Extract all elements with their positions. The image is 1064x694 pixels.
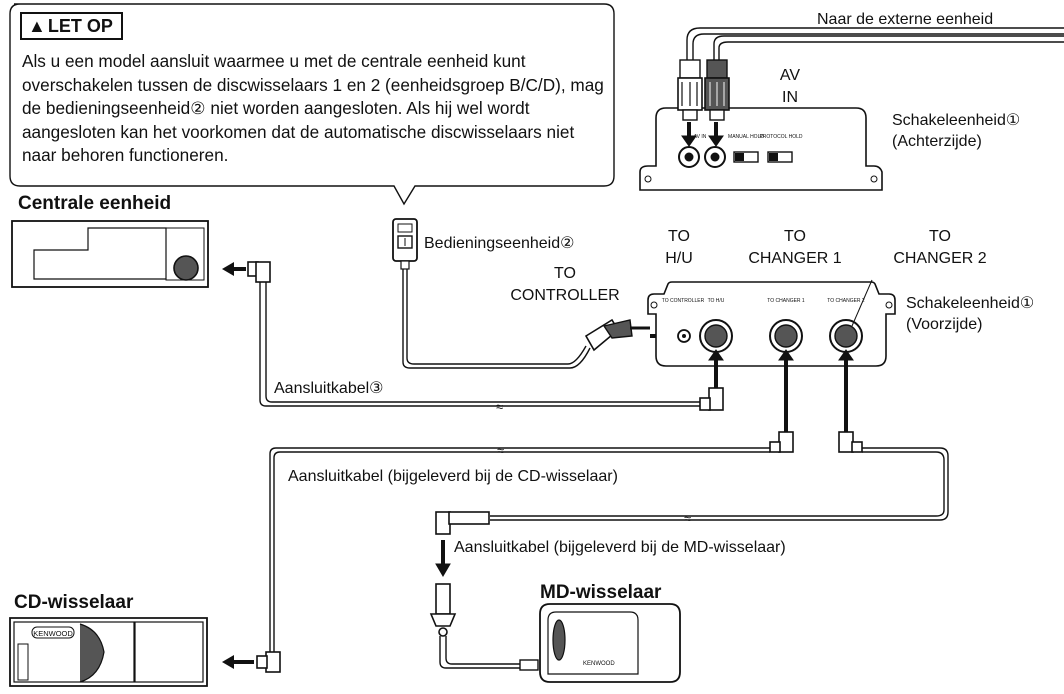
label-to-changer1-line1: TO [784, 228, 806, 245]
controller-unit [392, 218, 418, 270]
label-to-controller-line1: TO [554, 265, 576, 282]
label-av-in-line1: AV [780, 67, 800, 84]
label-cable3: Aansluitkabel③ [274, 380, 384, 397]
front-marking-to-hu: TO H/U [708, 298, 725, 304]
arrow-to-cd-changer [222, 655, 254, 669]
switch-unit-front: TO CONTROLLER TO H/U TO CHANGER 1 TO CHA… [647, 281, 896, 367]
rear-marking-protocol-hold: PROTOCOL HOLD [759, 134, 802, 140]
arrow-to-central-unit [222, 262, 246, 276]
cable-break-mark-md: ≈ [684, 511, 691, 526]
manual-hold-switch [733, 151, 759, 163]
warning-heading-text: LET OP [47, 16, 113, 36]
rear-marking-manual-hold: MANUAL HOLD [728, 134, 764, 140]
label-to-changer2-line2: CHANGER 2 [893, 250, 986, 267]
label-to-hu-line2: H/U [665, 250, 693, 267]
controller-cable [402, 269, 591, 369]
connector-cd-changer [256, 651, 281, 673]
rca-plug-left [677, 59, 703, 121]
cable-break-mark-3: ≈ [496, 399, 503, 414]
label-central-unit: Centrale eenheid [18, 193, 171, 214]
label-to-hu-line1: TO [668, 228, 690, 245]
label-external-unit: Naar de externe eenheid [817, 11, 993, 28]
rear-marking-av-in: AV IN [694, 134, 707, 140]
front-marking-to-changer2: TO CHANGER 2 [827, 298, 865, 304]
label-cd-changer: CD-wisselaar [14, 592, 134, 613]
md-changer-slot [552, 619, 566, 661]
connector-changer1 [769, 431, 794, 453]
cable-3 [259, 282, 700, 407]
central-unit-knob [173, 255, 199, 281]
label-switch-rear-line1: Schakeleenheid① [892, 112, 1020, 129]
arrow-to-md-plug [435, 540, 451, 577]
warning-heading: ▲LET OP [20, 12, 123, 40]
label-cable-cd: Aansluitkabel (bijgeleverd bij de CD-wis… [288, 468, 618, 485]
controller-mini-plug [584, 318, 650, 352]
connector-md-cable [435, 511, 490, 535]
arrows-to-sockets [708, 349, 854, 432]
switch-unit-rear: AV IN MANUAL HOLD PROTOCOL HOLD [639, 107, 883, 191]
md-plug [429, 583, 457, 637]
protocol-hold-switch [767, 151, 793, 163]
label-av-in-line2: IN [782, 89, 798, 106]
label-switch-front-line1: Schakeleenheid① [906, 295, 1034, 312]
md-cable [439, 636, 524, 669]
warning-triangle-icon: ▲ [28, 16, 46, 36]
warning-body: Als u een model aansluit waarmee u met d… [22, 51, 604, 166]
warning-callout [9, 3, 615, 206]
front-marking-to-controller: TO CONTROLLER [662, 298, 705, 304]
cable-md [490, 447, 949, 521]
cd-changer: KENWOOD [9, 617, 208, 687]
rca-plug-right [704, 59, 730, 121]
md-changer: KENWOOD [539, 603, 681, 683]
label-md-changer: MD-wisselaar [540, 582, 662, 603]
leader-changer2 [851, 279, 873, 327]
label-cable-md: Aansluitkabel (bijgeleverd bij de MD-wis… [454, 539, 786, 556]
front-marking-to-changer1: TO CHANGER 1 [767, 298, 805, 304]
connector-hu [699, 387, 724, 411]
cable-break-mark-cd: ≈ [497, 443, 504, 458]
connector-central-unit [247, 261, 271, 283]
cable-cd [269, 447, 770, 660]
cd-changer-brand: KENWOOD [33, 629, 73, 638]
central-unit [11, 220, 209, 288]
label-to-changer2-line1: TO [929, 228, 951, 245]
label-controller: Bedieningseenheid② [424, 235, 574, 252]
connector-changer2 [838, 431, 863, 453]
label-switch-rear-line2: (Achterzijde) [892, 133, 982, 150]
label-to-controller-line2: CONTROLLER [510, 287, 619, 304]
label-switch-front-line2: (Voorzijde) [906, 316, 982, 333]
md-changer-brand: KENWOOD [583, 661, 615, 667]
arrows-to-av-in [681, 122, 724, 147]
av-cable [686, 27, 1064, 60]
label-to-changer1-line2: CHANGER 1 [748, 250, 841, 267]
